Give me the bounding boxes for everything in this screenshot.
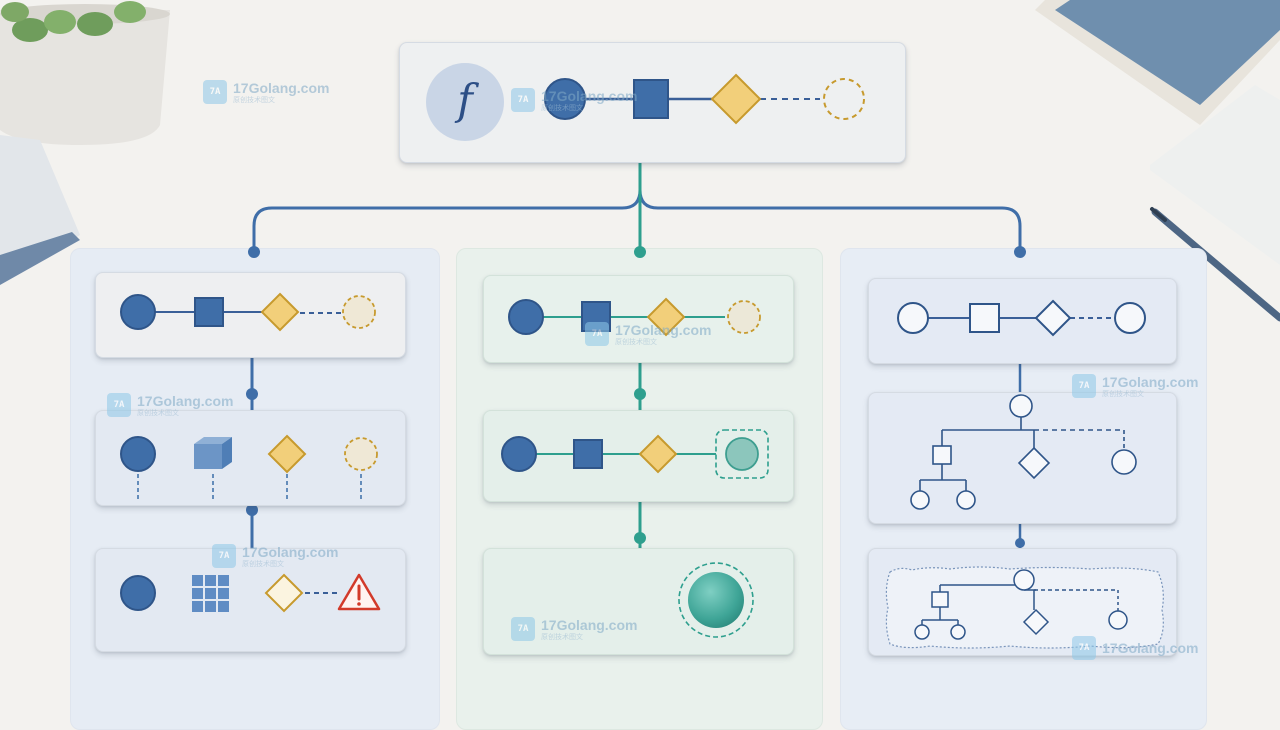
teal-node <box>725 437 759 471</box>
teal-node-ring <box>678 562 754 638</box>
flow-circle <box>120 294 156 330</box>
outline-diamond <box>1034 299 1072 337</box>
flow-circle <box>508 299 544 335</box>
flow-diamond <box>646 297 686 337</box>
warning-triangle-icon <box>337 573 381 611</box>
flow-placeholder-circle <box>727 300 761 334</box>
flow-diamond <box>267 434 307 474</box>
flow-circle <box>501 436 537 472</box>
outline-circle <box>1114 302 1146 334</box>
outline-square <box>969 303 1000 333</box>
flow-circle <box>544 78 586 120</box>
flow-placeholder-circle <box>344 437 378 471</box>
flow-placeholder-circle <box>823 78 865 120</box>
notebooks-stack <box>1035 0 1280 265</box>
flow-square <box>633 79 669 119</box>
grid-icon <box>192 575 229 612</box>
flow-diamond <box>638 434 678 474</box>
flow-square <box>573 439 603 469</box>
tree-diagram <box>910 394 1137 510</box>
flow-placeholder-circle <box>342 295 376 329</box>
function-symbol: f <box>457 75 473 124</box>
pen <box>1150 207 1280 322</box>
cube-icon <box>194 437 232 469</box>
potted-plant <box>0 1 170 145</box>
flow-circle <box>120 575 156 611</box>
flow-diamond <box>710 73 762 125</box>
flow-diamond <box>260 292 300 332</box>
teal-node-large <box>688 572 744 628</box>
flow-circle <box>120 436 156 472</box>
flow-square <box>194 297 224 327</box>
notebook <box>0 135 80 285</box>
flow-diamond-outline <box>264 573 304 613</box>
function-f-icon <box>426 63 504 141</box>
tree-diagram-small <box>914 569 1128 640</box>
outline-circle <box>897 302 929 334</box>
